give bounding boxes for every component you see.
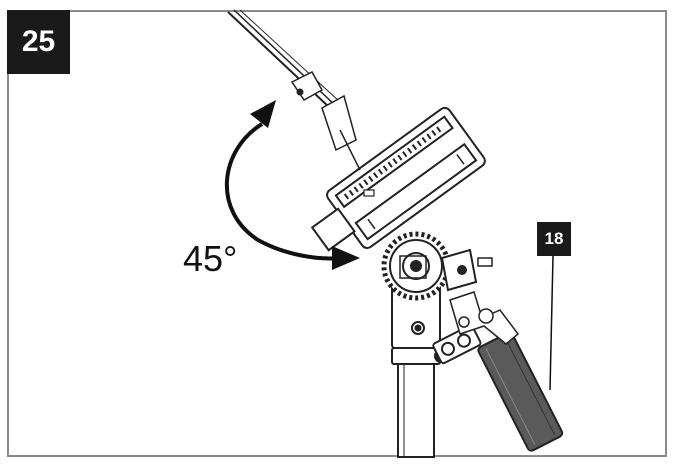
part-leader-line	[549, 255, 554, 391]
angle-joint	[381, 231, 493, 301]
motor-head	[310, 106, 486, 252]
figure-frame	[7, 10, 667, 457]
angle-label: 45°	[183, 238, 238, 279]
step-number-badge: 25	[7, 10, 70, 74]
rotation-arrow	[224, 100, 360, 270]
cutter-bar	[227, 9, 375, 197]
part-number-badge: 18	[537, 222, 571, 256]
rear-handle	[432, 324, 564, 452]
telescopic-pole	[391, 283, 448, 458]
